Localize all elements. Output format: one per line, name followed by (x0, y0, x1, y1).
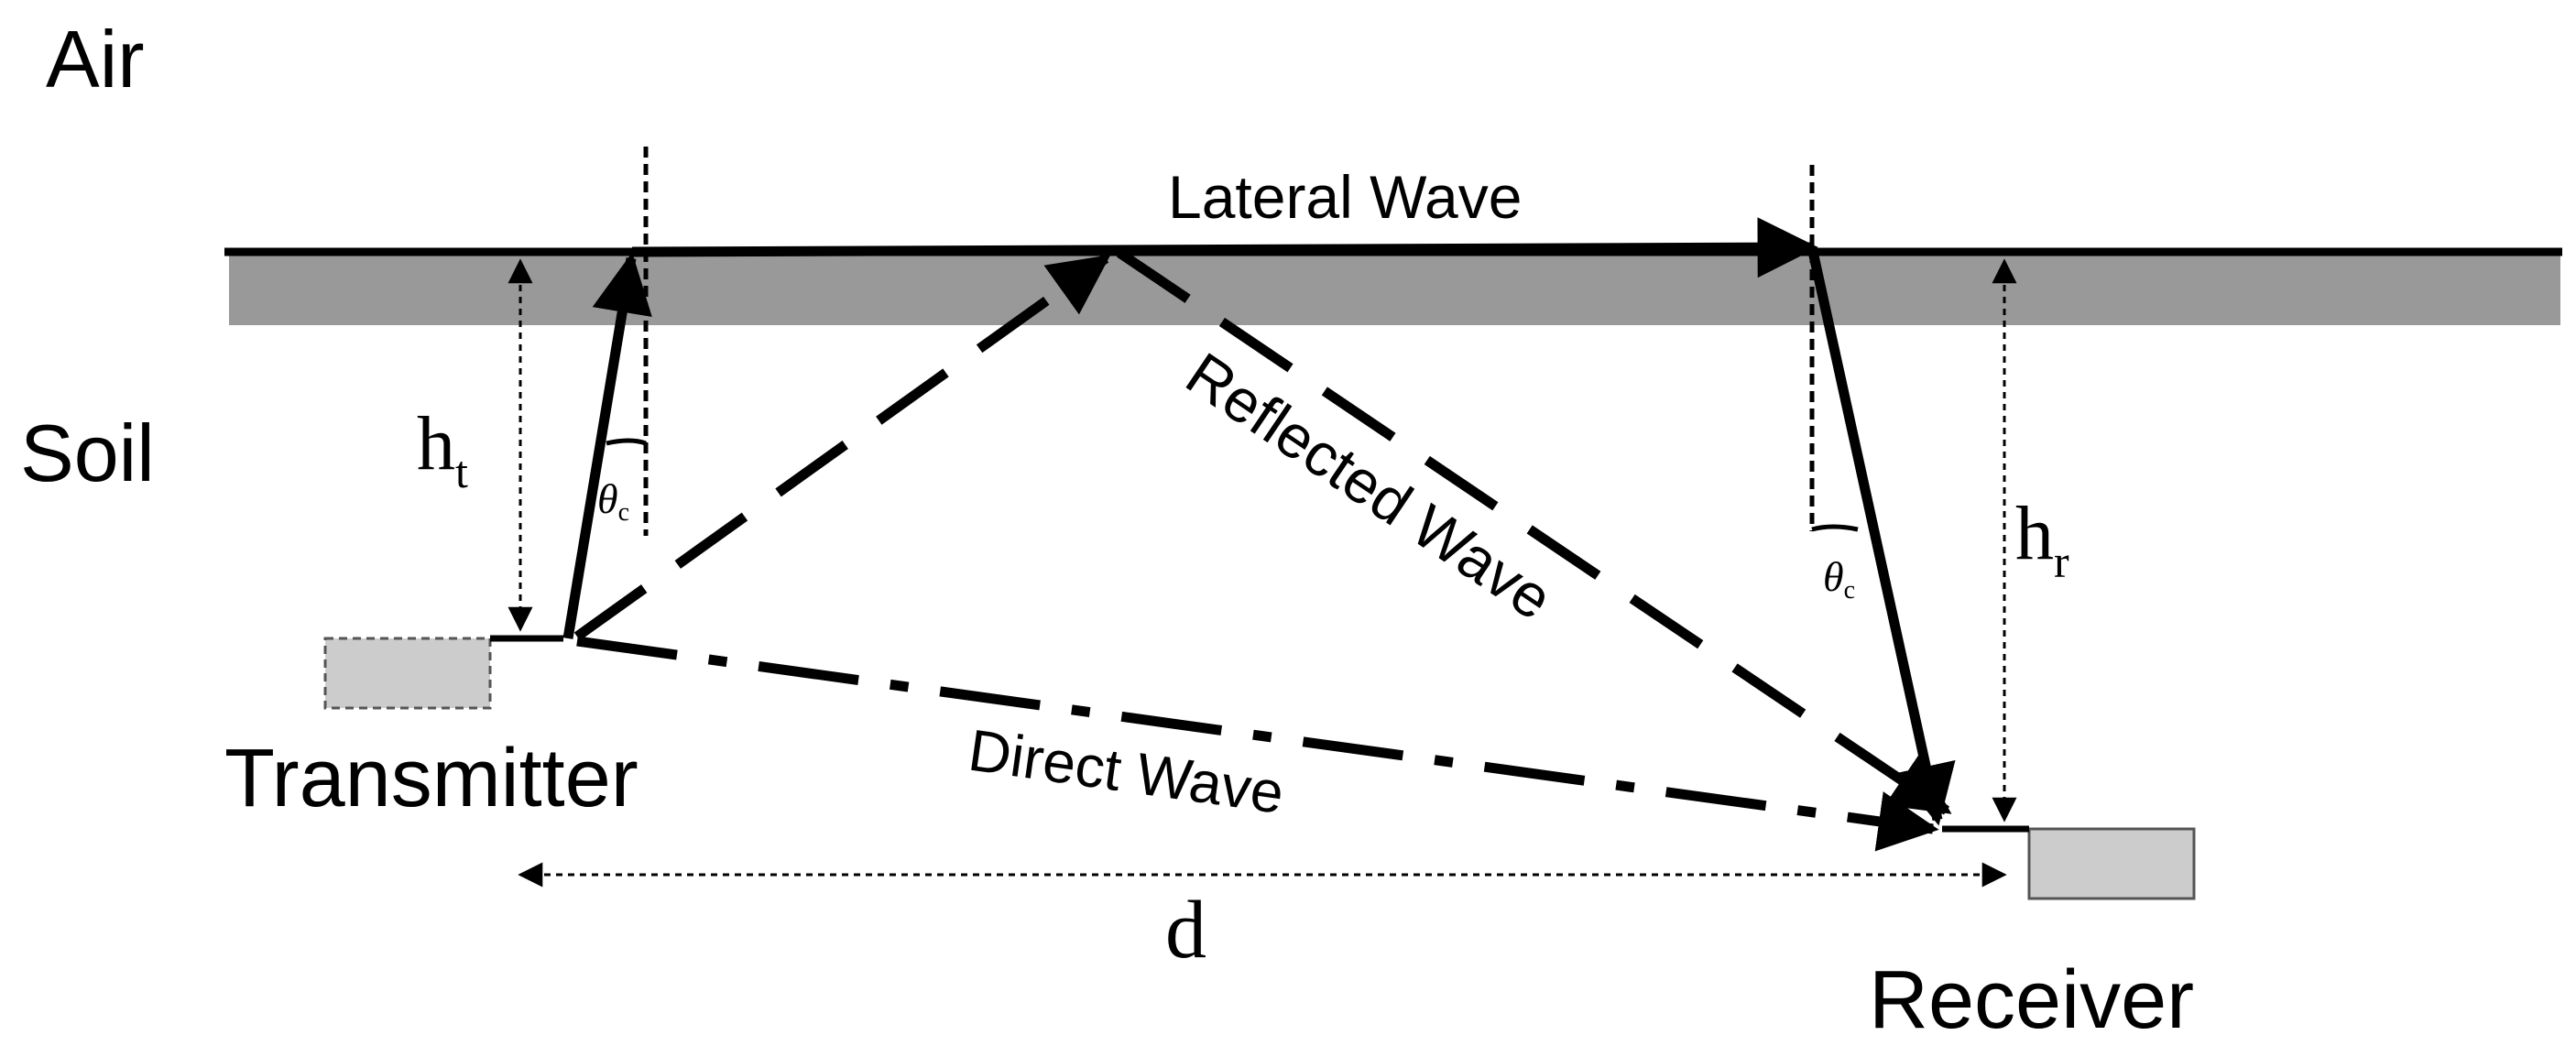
air-label: Air (46, 14, 145, 104)
critical-angle-arc-receiver (1811, 524, 1859, 532)
lateral-wave-label: Lateral Wave (1168, 163, 1522, 231)
transmitter-label: Transmitter (224, 733, 639, 824)
lateral-wave-surface-path (631, 217, 1818, 278)
reflected-wave-label: Reflected Wave (1174, 339, 1565, 632)
receiver-label: Receiver (1869, 954, 2194, 1046)
critical-angle-label-transmitter: θc (597, 475, 629, 527)
critical-angle-arc-transmitter (606, 438, 647, 446)
hr-label: hr (2015, 491, 2069, 587)
d-label: d (1165, 885, 1206, 975)
lateral-wave-up-path (562, 252, 652, 639)
reflected-wave-down-path (1116, 248, 1952, 815)
reflected-wave-up-path (573, 254, 1111, 641)
lateral-wave-down-path (1806, 245, 1956, 826)
surface-layer (229, 252, 2560, 325)
receiver-box (2027, 827, 2196, 900)
soil-label: Soil (20, 408, 155, 498)
transmitter-box (323, 637, 492, 710)
ht-label: ht (417, 401, 468, 497)
direct-wave-label: Direct Wave (965, 717, 1288, 826)
critical-angle-label-receiver: θc (1823, 553, 1855, 605)
direct-wave-path (576, 636, 1939, 852)
